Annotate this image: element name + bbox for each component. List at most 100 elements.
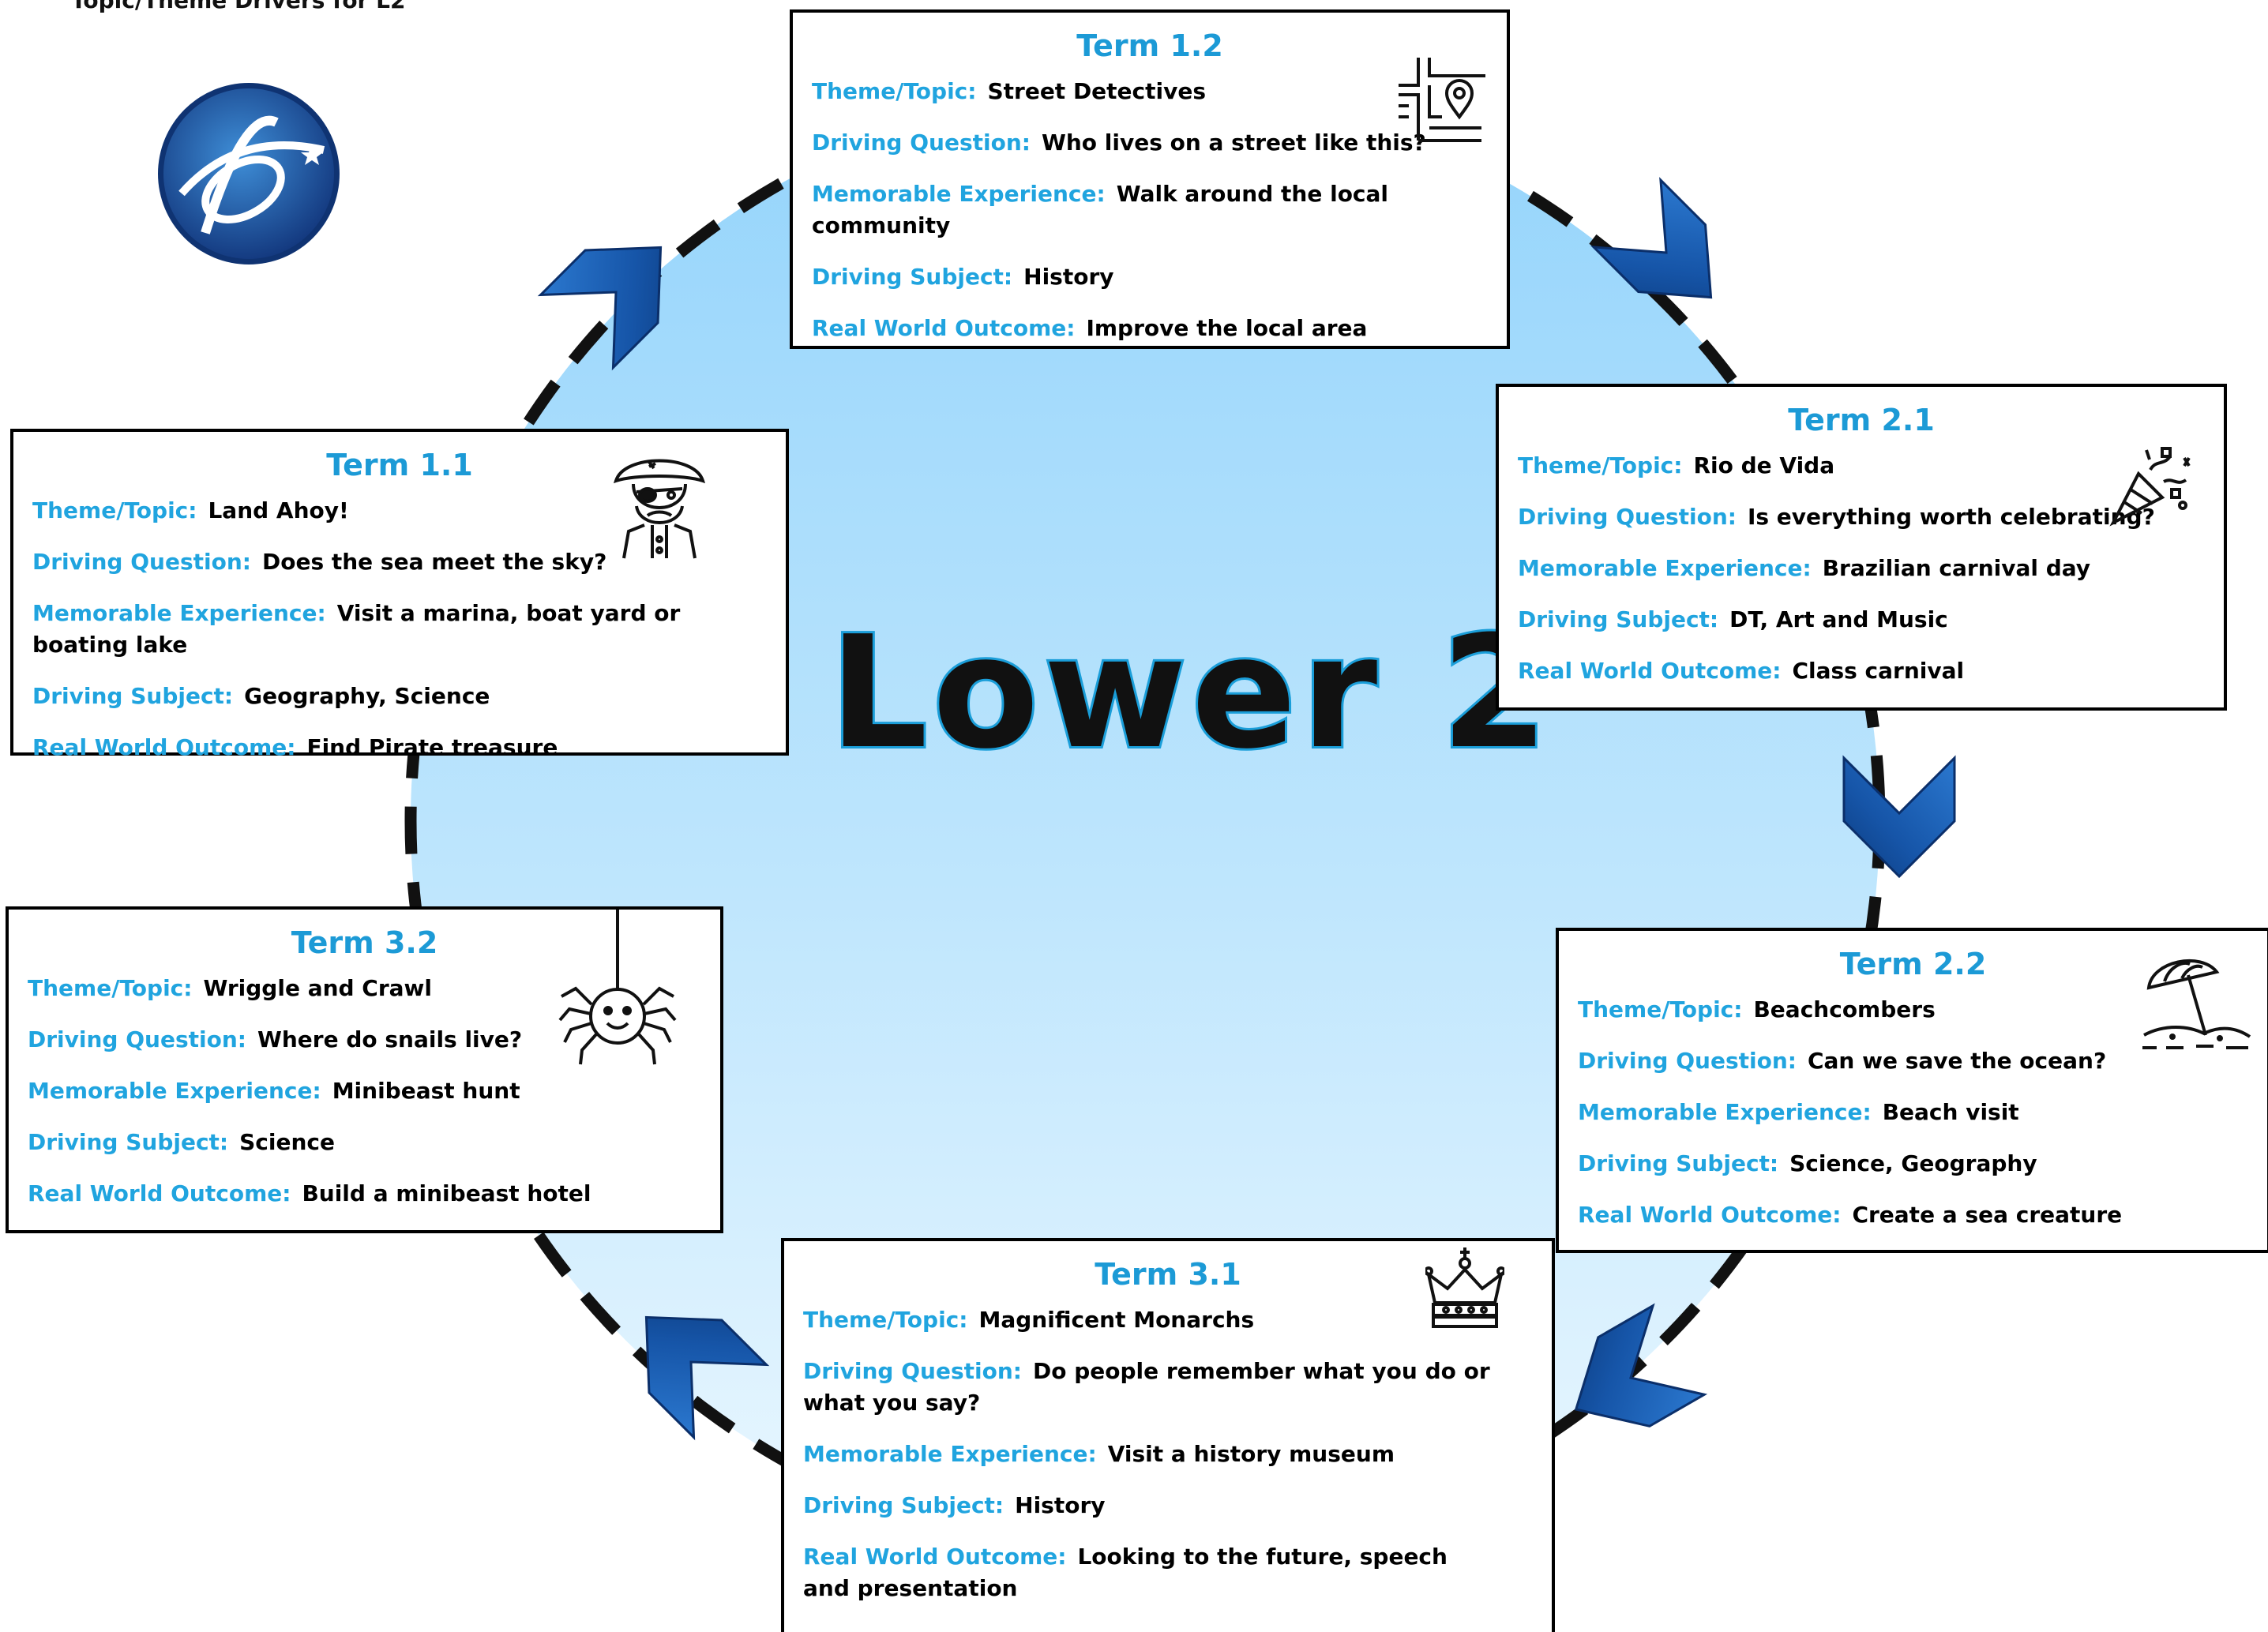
subject-label: Driving Subject: bbox=[812, 264, 1013, 290]
outcome-row: Real World Outcome: Find Pirate treasure bbox=[32, 732, 767, 763]
experience-label: Memorable Experience: bbox=[32, 600, 326, 626]
question-label: Driving Question: bbox=[1578, 1048, 1797, 1074]
experience-row: Memorable Experience: Beach visit bbox=[1578, 1097, 2248, 1128]
theme-value: Street Detectives bbox=[987, 78, 1207, 104]
term-title: Term 2.1 bbox=[1788, 403, 1935, 437]
subject-value: Geography, Science bbox=[244, 683, 490, 709]
subject-row: Driving Subject: DT, Art and Music bbox=[1518, 604, 2205, 636]
theme-row: Theme/Topic:Wriggle and Crawl bbox=[28, 973, 701, 1004]
theme-row: Theme/Topic:Rio de Vida bbox=[1518, 450, 2205, 482]
party-popper-icon bbox=[2107, 442, 2194, 529]
question-row: Driving Question: Can we save the ocean? bbox=[1578, 1045, 2248, 1077]
theme-row: Theme/Topic: Beachcombers bbox=[1578, 994, 2248, 1026]
term-title: Term 1.2 bbox=[1076, 28, 1223, 63]
theme-value: Magnificent Monarchs bbox=[978, 1307, 1255, 1333]
outcome-row: Real World Outcome:Looking to the future… bbox=[803, 1541, 1533, 1604]
question-value: Can we save the ocean? bbox=[1807, 1048, 2107, 1074]
arrow-bottom-right bbox=[1574, 1303, 1708, 1428]
question-value: Who lives on a street like this? bbox=[1041, 129, 1426, 156]
question-value: Do people remember what you do or what y… bbox=[803, 1358, 1490, 1416]
outcome-value: Build a minibeast hotel bbox=[302, 1180, 591, 1206]
theme-row: Theme/Topic: Magnificent Monarchs bbox=[803, 1304, 1533, 1336]
subject-value: DT, Art and Music bbox=[1729, 606, 1948, 632]
arrow-right bbox=[1842, 755, 1956, 879]
theme-label: Theme/Topic: bbox=[32, 497, 197, 523]
question-label: Driving Question: bbox=[28, 1026, 246, 1052]
outcome-value: Looking to the future, speech and presen… bbox=[803, 1544, 1448, 1601]
outcome-row: Real World Outcome: Improve the local are… bbox=[812, 313, 1488, 344]
subject-value: Science bbox=[239, 1129, 336, 1155]
theme-value: Beachcombers bbox=[1753, 996, 1936, 1022]
question-label: Driving Question: bbox=[803, 1358, 1022, 1384]
subject-label: Driving Subject: bbox=[32, 683, 234, 709]
experience-row: Memorable Experience:Walk around the loc… bbox=[812, 178, 1488, 242]
arrow-top-left bbox=[537, 246, 663, 371]
subject-value: Science, Geography bbox=[1789, 1150, 2037, 1176]
outcome-label: Real World Outcome: bbox=[32, 734, 296, 760]
outcome-value: Find Pirate treasure bbox=[306, 734, 558, 760]
subject-value: History bbox=[1023, 264, 1114, 290]
subject-value: History bbox=[1015, 1492, 1106, 1518]
theme-row: Theme/Topic: Street Detectives bbox=[812, 76, 1488, 107]
outcome-value: Improve the local area bbox=[1086, 315, 1368, 341]
term-card-1-2: Term 1.2 Theme/Topic: Street Detectives D… bbox=[790, 9, 1510, 349]
question-row: Driving Question: Who lives on a street l… bbox=[812, 127, 1488, 159]
outcome-row: Real World Outcome:Build a minibeast hot… bbox=[28, 1178, 701, 1210]
experience-value: Visit a history museum bbox=[1107, 1441, 1395, 1467]
experience-value: Visit a marina, boat yard or boating lak… bbox=[32, 600, 681, 658]
subject-row: Driving Subject: History bbox=[803, 1490, 1533, 1521]
experience-row: Memorable Experience: Minibeast hunt bbox=[28, 1075, 701, 1107]
arrow-top-right bbox=[1590, 177, 1713, 299]
experience-label: Memorable Experience: bbox=[1578, 1099, 1872, 1125]
term-title: Term 2.2 bbox=[1839, 947, 1987, 981]
pirate-icon bbox=[608, 443, 711, 561]
experience-label: Memorable Experience: bbox=[28, 1078, 321, 1104]
outcome-label: Real World Outcome: bbox=[803, 1544, 1067, 1570]
subject-row: Driving Subject: History bbox=[812, 261, 1488, 293]
question-row: Driving Question:Does the sea meet the s… bbox=[32, 546, 767, 578]
experience-label: Memorable Experience: bbox=[1518, 555, 1812, 581]
crown-icon bbox=[1425, 1247, 1504, 1330]
term-card-2-2: Term 2.2 Theme/Topic: Beachcombers Drivin… bbox=[1556, 928, 2268, 1253]
spider-icon bbox=[558, 910, 677, 1067]
theme-label: Theme/Topic: bbox=[28, 975, 193, 1001]
experience-value: Walk around the local community bbox=[812, 181, 1389, 238]
outcome-label: Real World Outcome: bbox=[1518, 658, 1782, 684]
beach-umbrella-icon bbox=[2141, 948, 2251, 1051]
outcome-label: Real World Outcome: bbox=[812, 315, 1076, 341]
outcome-label: Real World Outcome: bbox=[1578, 1202, 1842, 1228]
outcome-value: Create a sea creature bbox=[1852, 1202, 2123, 1228]
term-card-3-1: Term 3.1 Theme/Topic: Magnificent Monarch… bbox=[781, 1238, 1555, 1632]
subject-row: Driving Subject:Science, Geography bbox=[1578, 1148, 2248, 1180]
theme-value: Rio de Vida bbox=[1693, 452, 1835, 478]
experience-value: Minibeast hunt bbox=[332, 1078, 520, 1104]
subject-label: Driving Subject: bbox=[803, 1492, 1004, 1518]
theme-label: Theme/Topic: bbox=[803, 1307, 968, 1333]
theme-label: Theme/Topic: bbox=[1578, 996, 1743, 1022]
question-row: Driving Question:Do people remember what… bbox=[803, 1356, 1533, 1419]
question-value: Where do snails live? bbox=[257, 1026, 523, 1052]
outcome-row: Real World Outcome:Class carnival bbox=[1518, 655, 2205, 687]
subject-label: Driving Subject: bbox=[1518, 606, 1719, 632]
experience-label: Memorable Experience: bbox=[812, 181, 1106, 207]
term-title: Term 1.1 bbox=[326, 448, 473, 482]
experience-row: Memorable Experience: Visit a history mus… bbox=[803, 1439, 1533, 1470]
theme-row: Theme/Topic:Land Ahoy! bbox=[32, 495, 767, 527]
page-title: Topic/Theme Drivers for L2 bbox=[71, 0, 406, 13]
theme-label: Theme/Topic: bbox=[812, 78, 977, 104]
term-card-1-1: Term 1.1 Theme/Topic:Land Ahoy! Driving … bbox=[10, 429, 789, 760]
question-label: Driving Question: bbox=[1518, 504, 1737, 530]
term-title: Term 3.1 bbox=[1095, 1257, 1241, 1292]
term-card-3-2: Term 3.2 Theme/Topic:Wriggle and Crawl D… bbox=[6, 906, 723, 1233]
subject-row: Driving Subject:Science bbox=[28, 1127, 701, 1158]
experience-row: Memorable Experience:Visit a marina, boa… bbox=[32, 598, 767, 661]
experience-label: Memorable Experience: bbox=[803, 1441, 1097, 1467]
term-card-2-1: Term 2.1 Theme/Topic:Rio de Vida Driving… bbox=[1496, 384, 2227, 711]
street-map-pin-icon bbox=[1395, 54, 1489, 147]
question-label: Driving Question: bbox=[812, 129, 1031, 156]
term-title: Term 3.2 bbox=[291, 925, 438, 960]
center-title: Lower 2 bbox=[827, 603, 1553, 783]
experience-value: Beach visit bbox=[1882, 1099, 2019, 1125]
question-row: Driving Question: Where do snails live? bbox=[28, 1024, 701, 1056]
experience-row: Memorable Experience:Brazilian carnival … bbox=[1518, 553, 2205, 584]
